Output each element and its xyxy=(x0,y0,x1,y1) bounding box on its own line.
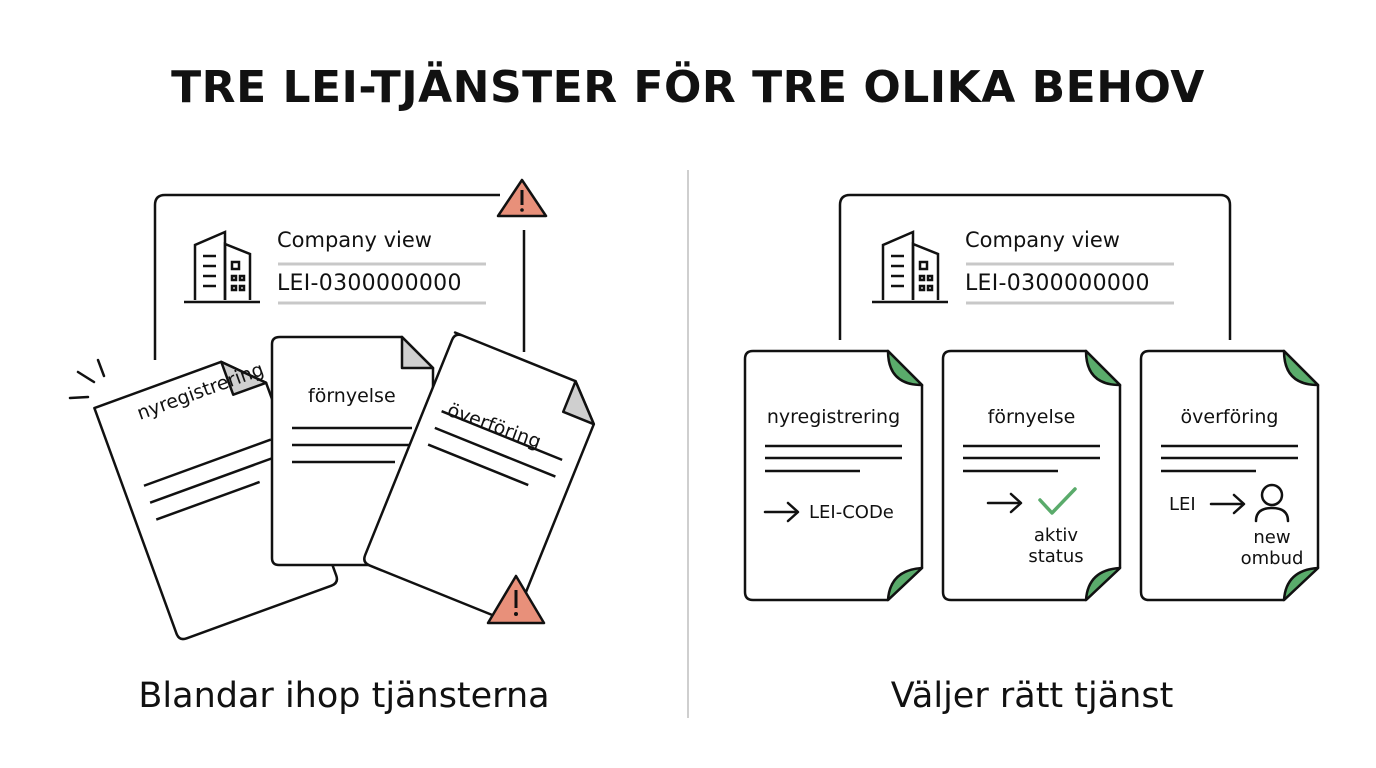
right-doc-label-overforing: överföring xyxy=(1180,406,1279,428)
doc-right-fornyelse xyxy=(941,349,1122,602)
left-company-code: LEI-0300000000 xyxy=(277,271,462,296)
right-doc-label-nyregistrering: nyregistrering xyxy=(766,406,901,428)
right-doc2-result-line2: status xyxy=(1028,546,1084,567)
right-caption: Väljer rätt tjänst xyxy=(890,676,1174,716)
left-doc-label-fornyelse: förnyelse xyxy=(308,385,396,407)
left-frame xyxy=(153,193,500,360)
left-caption: Blandar ihop tjänsterna xyxy=(138,676,550,716)
right-doc1-result: LEI-CODe xyxy=(809,502,894,523)
person-icon xyxy=(1254,483,1290,523)
warning-icon-bottom xyxy=(486,574,546,625)
page-title: TRE LEI-TJÄNSTER FÖR TRE OLIKA BEHOV xyxy=(171,62,1205,113)
right-doc2-result-line1: aktiv xyxy=(1033,525,1079,546)
right-doc3-result-line1: new xyxy=(1253,527,1291,548)
left-company-view-label: Company view xyxy=(277,228,432,252)
right-company-view-label: Company view xyxy=(965,228,1120,252)
doc-right-overforing xyxy=(1139,349,1320,602)
arrow-right-icon xyxy=(986,492,1023,514)
alert-burst xyxy=(68,358,106,400)
checkmark-icon xyxy=(1038,487,1077,515)
doc-overforing xyxy=(363,331,596,623)
right-frame xyxy=(838,193,1232,340)
right-doc3-prefix: LEI xyxy=(1169,494,1196,515)
right-doc3-result-line2: ombud xyxy=(1240,548,1304,569)
right-doc-label-fornyelse: förnyelse xyxy=(987,406,1076,428)
building-icon xyxy=(184,230,260,304)
building-icon xyxy=(872,230,948,304)
doc-right-nyregistrering xyxy=(743,349,924,602)
warning-icon xyxy=(496,178,548,218)
center-divider xyxy=(687,170,689,718)
arrow-right-icon xyxy=(1209,493,1246,515)
arrow-right-icon xyxy=(763,501,800,523)
right-company-code: LEI-0300000000 xyxy=(965,271,1150,296)
